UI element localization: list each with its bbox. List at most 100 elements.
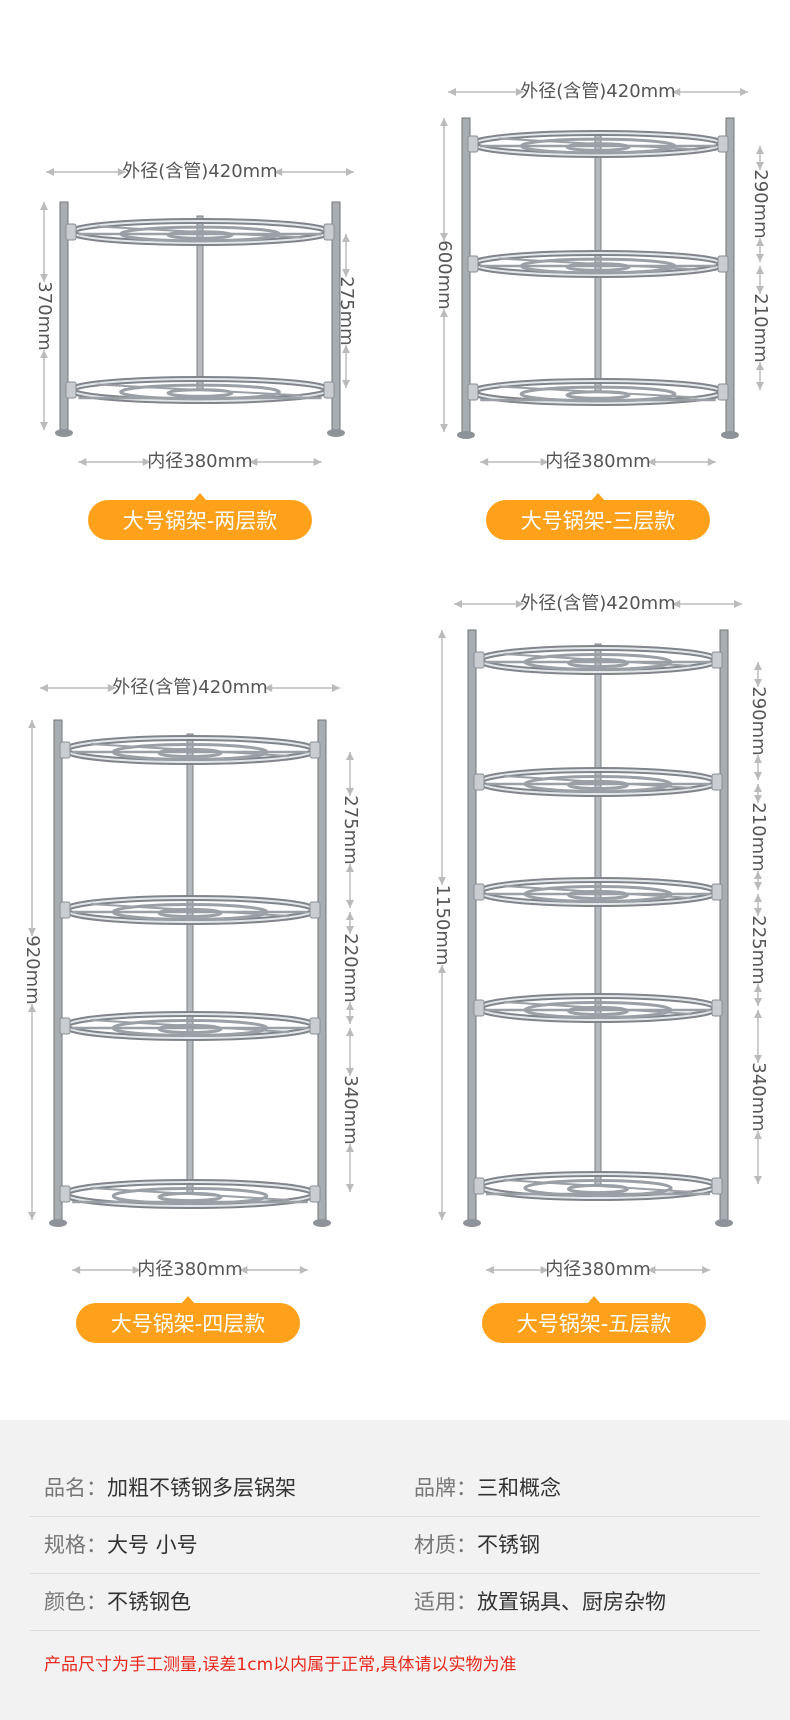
spec-separator: ：: [86, 1533, 107, 1557]
rack-label-badge: 大号锅架-两层款: [88, 493, 312, 540]
dimension-arrowhead: [264, 684, 273, 692]
dimension-arrowhead: [754, 1010, 762, 1018]
diameter-label: 外径(含管)420mm: [520, 81, 675, 102]
dimension-arrowhead: [754, 662, 762, 670]
shelf-clamp: [309, 741, 321, 759]
dimension-arrowhead: [28, 720, 36, 728]
shelf-cross-wire: [90, 743, 290, 757]
diameter-label: 外径(含管)420mm: [112, 677, 267, 698]
dimension-arrowhead: [672, 600, 681, 608]
rack-post: [467, 629, 477, 1221]
shelf-wire-ring: [111, 1187, 269, 1205]
dimension-arrowhead: [756, 238, 764, 246]
diameter-label: 内径380mm: [137, 1259, 242, 1280]
dimension-arrowhead: [346, 1144, 354, 1152]
rack-post: [317, 719, 327, 1221]
dimension-arrowhead: [40, 350, 48, 358]
shelf-clamp: [717, 383, 729, 401]
dimension-arrowhead: [346, 752, 354, 760]
dimension-arrowhead: [438, 630, 446, 638]
shelf-clamp: [711, 773, 723, 791]
shelf-clamp: [467, 255, 479, 273]
dimension-arrowhead: [28, 928, 36, 936]
spec-separator: ：: [456, 1476, 477, 1500]
rack-foot: [49, 1219, 67, 1227]
shelf-cross-wire: [97, 383, 303, 397]
dimension-arrowhead: [440, 309, 448, 317]
shelf-clamp: [711, 883, 723, 901]
dimension-arrowhead: [672, 88, 681, 96]
dimension-arrowhead: [754, 871, 762, 879]
shelf-clamp: [473, 651, 485, 669]
shelf-clamp: [467, 383, 479, 401]
dimension-arrowhead: [734, 600, 742, 608]
shelf-clamp: [309, 1185, 321, 1203]
shelf-clamp: [323, 381, 335, 399]
dimension-arrowhead: [756, 254, 764, 262]
rack-foot: [457, 431, 475, 439]
dimension-arrowhead: [454, 600, 462, 608]
diameter-label: 外径(含管)420mm: [520, 593, 675, 614]
dimension-arrowhead: [346, 1002, 354, 1010]
rack-foot: [55, 429, 73, 437]
rack-post: [719, 629, 729, 1221]
dimension-arrowhead: [332, 684, 340, 692]
dimension-arrowhead: [438, 877, 446, 885]
dimension-arrowhead: [754, 998, 762, 1006]
shelf-clamp: [711, 1177, 723, 1195]
center-pole: [594, 643, 602, 1187]
dimension-arrowhead: [78, 458, 87, 466]
badge-pointer: [587, 1296, 601, 1304]
dimension-arrowhead: [342, 234, 350, 242]
dimension-arrowhead: [754, 894, 762, 902]
dimension-arrowhead: [440, 233, 448, 241]
spec-value: 放置锅具、厨房杂物: [477, 1590, 666, 1614]
dimension-arrowhead: [40, 274, 48, 282]
shelf-clamp: [473, 883, 485, 901]
shelf-clamp: [711, 999, 723, 1017]
dimension-arrowhead: [46, 168, 54, 176]
dimension-arrowhead: [438, 965, 446, 973]
dimension-arrowhead: [540, 1266, 549, 1274]
height-label: 220mm: [340, 933, 361, 1002]
dimension-arrowhead: [754, 679, 762, 687]
dimension-arrowhead: [346, 864, 354, 872]
shelf-clamp: [309, 901, 321, 919]
dimension-arrowhead: [274, 168, 283, 176]
shelf-clamp: [59, 1185, 71, 1203]
dimension-arrowhead: [346, 912, 354, 920]
diameter-label: 内径380mm: [545, 451, 650, 472]
dimension-arrowhead: [480, 458, 489, 466]
dimension-arrowhead: [754, 1055, 762, 1063]
dimension-arrowhead: [448, 88, 456, 96]
dimension-arrowhead: [515, 88, 524, 96]
dimension-arrowhead: [142, 458, 151, 466]
dimension-arrowhead: [754, 984, 762, 992]
dimension-arrowhead: [299, 1266, 308, 1274]
rack-illustration: 外径(含管)420mm1150mm290mm210mm225mm340mm内径3…: [432, 593, 769, 1280]
dimension-arrowhead: [346, 926, 354, 934]
shelf-cross-wire: [90, 1019, 290, 1033]
shelf-clamp: [473, 999, 485, 1017]
rack-label-text: 大号锅架-四层款: [110, 1312, 266, 1336]
dimension-arrowhead: [107, 684, 116, 692]
spec-value: 不锈钢: [477, 1533, 540, 1557]
dimension-arrowhead: [485, 1266, 494, 1274]
dimension-arrowhead: [438, 1212, 446, 1220]
center-pole: [186, 733, 194, 1195]
rack-foot: [715, 1219, 733, 1227]
height-label: 340mm: [340, 1075, 361, 1144]
dimension-arrowhead: [346, 1016, 354, 1024]
spec-key: 品牌: [414, 1476, 456, 1500]
shelf-cross-wire: [498, 257, 698, 271]
spec-key: 适用: [414, 1590, 456, 1614]
dimension-arrowhead: [440, 118, 448, 126]
dimension-arrowhead: [754, 908, 762, 916]
dimension-arrowhead: [40, 422, 48, 430]
dimension-arrowhead: [346, 1184, 354, 1192]
rack-foot: [327, 429, 345, 437]
dimension-arrowhead: [754, 1176, 762, 1184]
